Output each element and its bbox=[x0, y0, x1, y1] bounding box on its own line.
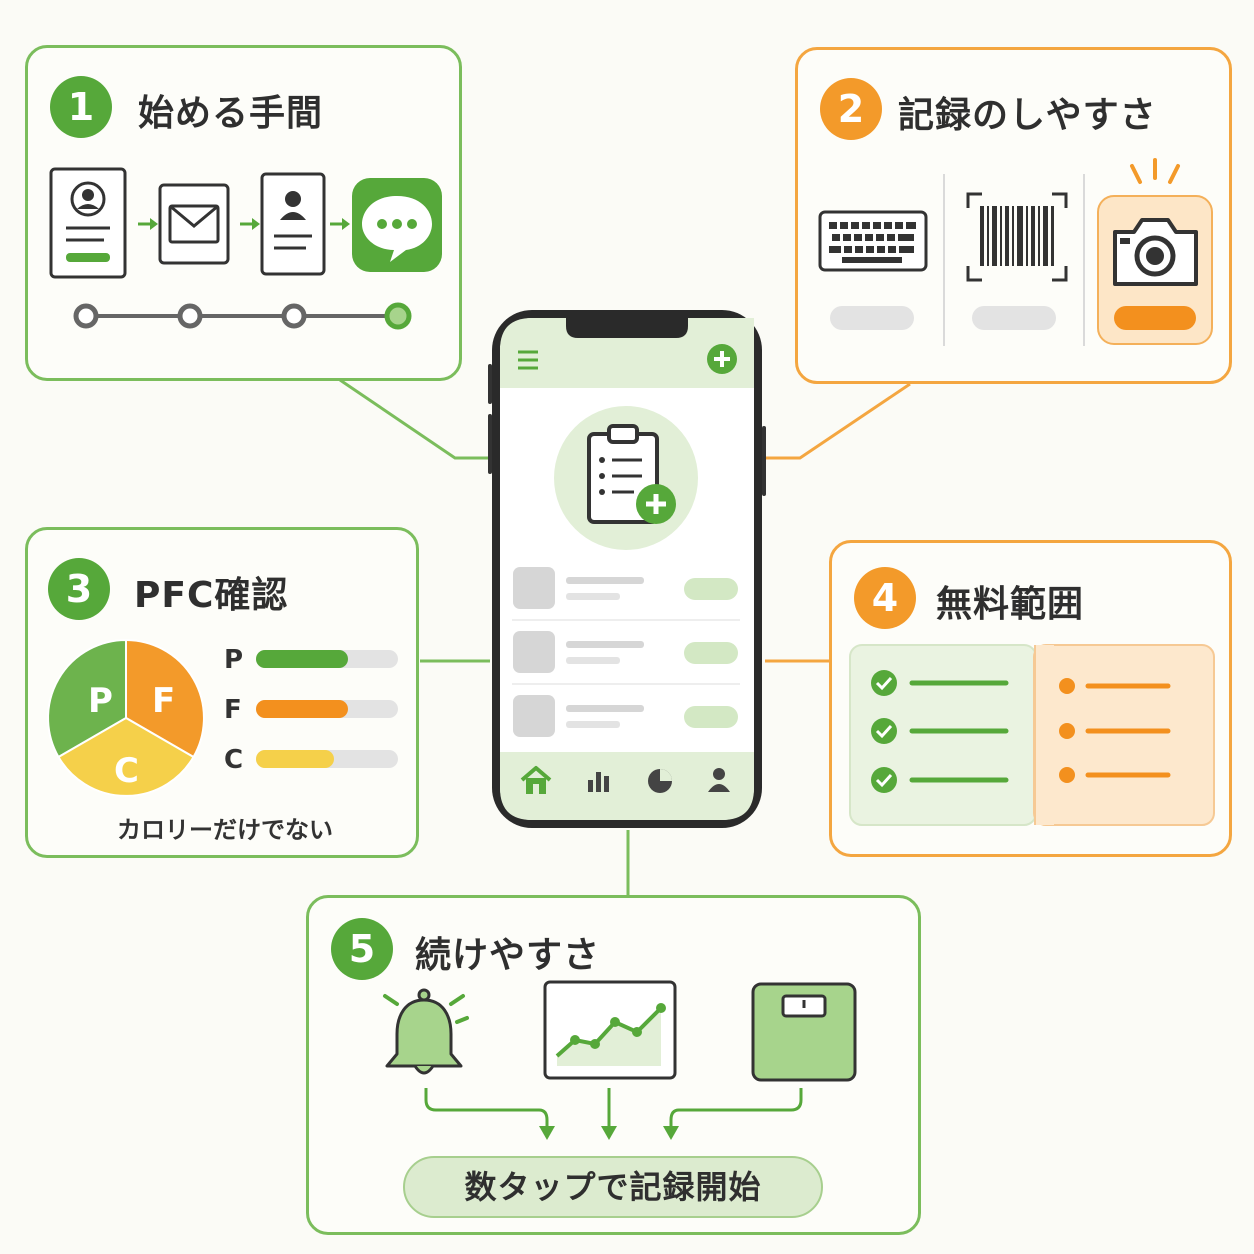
check-icon bbox=[871, 670, 897, 793]
free-vs-paid-list bbox=[849, 644, 1215, 826]
bar-chart-icon bbox=[588, 772, 609, 792]
trend-chart-icon bbox=[543, 980, 677, 1080]
list-item bbox=[513, 695, 738, 737]
plus-icon bbox=[707, 344, 737, 374]
quick-start-pill[interactable]: 数タップで記録開始 bbox=[403, 1156, 823, 1218]
bullet-icon bbox=[1059, 678, 1075, 783]
bar-label-f: F bbox=[224, 695, 242, 725]
barcode-icon bbox=[966, 192, 1068, 282]
step-badge-5: 5 bbox=[331, 918, 393, 980]
step-badge-4: 4 bbox=[854, 567, 916, 629]
pie-label-f: F bbox=[152, 681, 175, 721]
panel-free-scope: 4 無料範囲 bbox=[829, 540, 1232, 857]
user-card-icon bbox=[260, 172, 326, 276]
pfc-pie-chart: P F C bbox=[47, 638, 205, 797]
panel-recording-ease: 2 記録のしやすさ bbox=[795, 47, 1232, 384]
bar-fill-p bbox=[256, 650, 348, 668]
bar-label-p: P bbox=[224, 645, 243, 675]
pie-label-c: C bbox=[114, 751, 139, 791]
step-badge-2: 2 bbox=[820, 78, 882, 140]
clipboard-add-icon bbox=[587, 424, 676, 524]
profile-card-icon bbox=[49, 167, 127, 279]
bar-label-c: C bbox=[224, 745, 243, 775]
list-item bbox=[513, 631, 738, 673]
panel-title: 始める手間 bbox=[138, 93, 324, 134]
panel-title: 記録のしやすさ bbox=[898, 95, 1157, 136]
progress-timeline bbox=[73, 302, 412, 330]
pfc-caption: カロリーだけでない bbox=[117, 816, 333, 844]
panel-title: 続けやすさ bbox=[415, 935, 601, 976]
chat-icon bbox=[352, 178, 442, 272]
bar-fill-c bbox=[256, 750, 334, 768]
pie-chart-icon bbox=[648, 769, 672, 793]
menu-icon bbox=[518, 350, 538, 370]
user-icon bbox=[708, 768, 730, 792]
bar-fill-f bbox=[256, 700, 348, 718]
phone-mockup bbox=[488, 310, 766, 828]
panel-start-effort: 1 始める手間 bbox=[25, 45, 462, 381]
step-badge-1: 1 bbox=[50, 76, 112, 138]
input-methods bbox=[818, 158, 1213, 346]
list-item bbox=[513, 567, 738, 609]
home-icon bbox=[520, 766, 552, 794]
onboarding-flow bbox=[49, 167, 442, 330]
panel-title: PFC確認 bbox=[134, 575, 289, 616]
mail-icon bbox=[158, 183, 230, 265]
panel-continuity: 5 続けやすさ 数タップで記録開始 bbox=[306, 895, 921, 1235]
panel-title: 無料範囲 bbox=[936, 584, 1085, 625]
pfc-bars: P F C bbox=[224, 645, 398, 775]
keyboard-icon bbox=[818, 210, 928, 272]
step-badge-3: 3 bbox=[48, 558, 110, 620]
scale-icon bbox=[751, 982, 857, 1082]
continuity-icons bbox=[383, 980, 857, 1140]
camera-icon bbox=[1113, 218, 1198, 286]
bell-icon bbox=[383, 988, 469, 1075]
pie-label-p: P bbox=[88, 681, 113, 721]
panel-pfc-check: 3 PFC確認 P F C P F C カロリーだけでない bbox=[25, 527, 419, 858]
